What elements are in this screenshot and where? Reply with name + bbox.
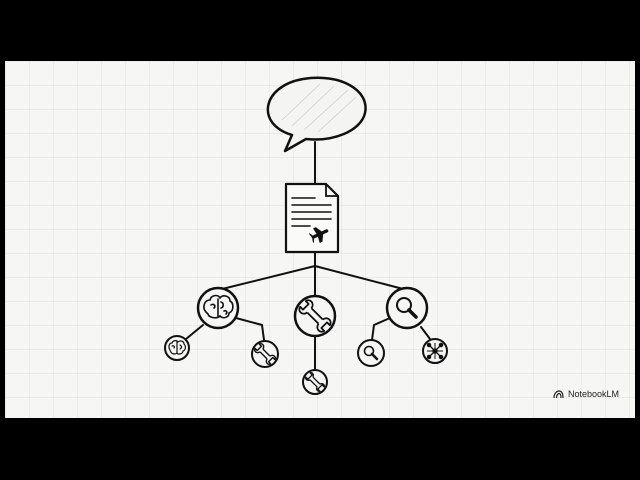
edge-search-searchsmall: [371, 317, 391, 341]
brain-small-node: [164, 335, 190, 361]
crossed-network-icon: [426, 342, 444, 360]
edge-search-brokenlink: [420, 326, 431, 340]
search-small-node: [357, 339, 385, 367]
edge-document-brain: [217, 251, 316, 291]
notebooklm-logo-icon: [553, 389, 564, 398]
magnifier-icon: [396, 297, 418, 319]
wrench-icon: [305, 372, 325, 392]
wrench-icon: [298, 299, 332, 333]
brain-node: [196, 286, 240, 330]
search-node: [385, 286, 429, 330]
tools-small-bottom-node: [302, 369, 328, 395]
brain-icon: [203, 294, 234, 319]
flight-document-icon: [284, 182, 340, 254]
wrench-icon: [254, 343, 276, 365]
brain-icon: [168, 340, 186, 355]
tools-node: [293, 294, 337, 338]
tools-small-left-node: [251, 340, 279, 368]
edge-document-search: [314, 265, 408, 291]
brand-label: NotebookLM: [568, 389, 620, 399]
broken-link-node: [422, 338, 448, 364]
speech-bubble-icon: [266, 76, 367, 153]
edge-brain-brainsmall: [185, 324, 204, 340]
magnifier-icon: [363, 345, 379, 361]
edge-brain-toolsleft: [235, 317, 265, 341]
notebooklm-brand: NotebookLM: [553, 389, 619, 399]
